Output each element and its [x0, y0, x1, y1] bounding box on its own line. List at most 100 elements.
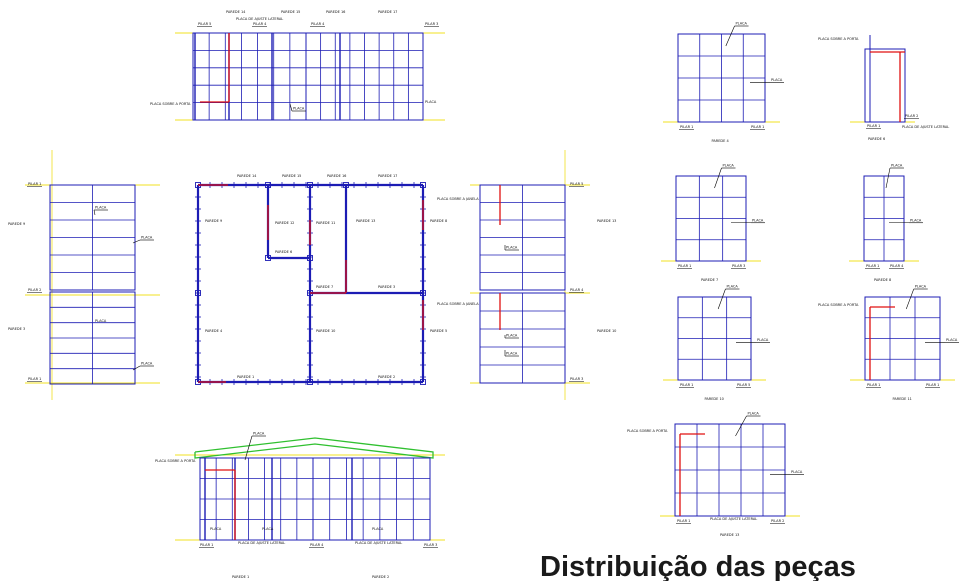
plan-wall-label: PAREDE 14	[237, 174, 257, 178]
roof-line	[194, 437, 434, 459]
drawing-annotations: PAREDE 14 PAREDE 15 PAREDE 16 PAREDE 17 PLAC…	[8, 10, 958, 579]
callout-leader	[132, 365, 141, 371]
plan-wall-label: PAREDE 8	[430, 219, 447, 223]
callout-label: PLACA	[946, 338, 958, 342]
callout-label: PLACA	[910, 218, 922, 222]
pillar-label: PILAR 4	[311, 22, 325, 26]
top-elevation-wall-label: PAREDE 14	[226, 10, 246, 14]
top-elevation-callout: PLACA SOBRE A PORTA	[150, 102, 191, 106]
callout-label: PLACA	[506, 334, 518, 338]
plan-wall-label: PAREDE 9	[205, 219, 222, 223]
bottom-elevation-callout: PLACA DE AJUSTE LATERAL	[238, 541, 285, 545]
pillar-label: PILAR 2	[905, 114, 918, 118]
bottom-elevation-wall-label: PAREDE 1	[232, 575, 249, 579]
small-elevation-label: PAREDE 13	[720, 533, 739, 537]
roof-outline	[194, 437, 434, 459]
right-elevation-callout: PLACA SOBRE A JANELA	[437, 197, 479, 201]
small-elevation-label: PAREDE 4	[712, 139, 730, 143]
callout-leader	[885, 167, 891, 189]
plan-pillar	[420, 182, 426, 188]
pillar-label: PILAR 3	[425, 22, 438, 26]
pillar-label: PILAR 1	[28, 182, 41, 186]
small-elevation-label: PAREDE 6	[868, 137, 885, 141]
plan-wall-label: PAREDE 10	[316, 329, 335, 333]
ground-lines	[25, 32, 955, 541]
callout-label: PLACA	[723, 164, 735, 168]
pillar-label: PILAR 1	[680, 125, 693, 129]
left-elevation-wall-label: PAREDE 3	[8, 327, 25, 331]
top-elevation-wall-label: PAREDE 17	[378, 10, 397, 14]
callout-label: PLACA	[748, 412, 760, 416]
callout-label: PLACA	[757, 338, 769, 342]
callout-label: PLACA	[253, 432, 265, 436]
pillar-label: PILAR 4	[310, 543, 324, 547]
pillar-label: PILAR 1	[866, 264, 879, 268]
callout-label: PLACA	[506, 352, 518, 356]
pillar-label: PILAR 1	[28, 377, 41, 381]
callout-label: PLACA	[726, 285, 738, 289]
plan-wall-label: PAREDE 5	[430, 329, 447, 333]
small-elevation-callout: PLACA DE AJUSTE LATERAL	[902, 125, 949, 129]
pillar-label: PILAR 5	[198, 22, 211, 26]
pillar-label: PILAR 2	[28, 288, 41, 292]
pillar-label: PILAR 4	[253, 22, 267, 26]
callout-leaders	[27, 25, 959, 548]
plan-wall-label: PAREDE 15	[282, 174, 301, 178]
bottom-elevation-callout: PLACA	[262, 527, 274, 531]
pillar-label: PILAR 1	[200, 543, 213, 547]
callout-leader	[905, 288, 915, 310]
callout-leader	[714, 167, 722, 189]
callout-label: PLACA	[791, 470, 803, 474]
pillar-label: PILAR 5	[570, 182, 583, 186]
right-elevation-wall-label: PAREDE 10	[597, 329, 616, 333]
pillar-label: PILAR 1	[751, 125, 764, 129]
plan-pillar	[343, 182, 349, 188]
plan-wall-label: PAREDE 16	[327, 174, 346, 178]
plan-pillar	[265, 255, 271, 261]
callout-label: PLACA	[736, 22, 748, 26]
right-elevation-callout: PLACA SOBRE A JANELA	[437, 302, 479, 306]
small-elevation-callout: PLACA DE AJUSTE LATERAL	[710, 517, 757, 521]
pillar-label: PILAR 4	[570, 288, 584, 292]
page-title: Distribuição das peças	[540, 553, 856, 581]
top-elevation-wall-label: PAREDE 15	[281, 10, 300, 14]
elevation-top-left	[192, 32, 307, 121]
bottom-elevation-wall-label: PAREDE 2	[372, 575, 389, 579]
top-elevation-wall-label: PAREDE 16	[326, 10, 345, 14]
plan-wall-label: PAREDE 4	[205, 329, 223, 333]
plan-wall-label: PAREDE 3	[378, 285, 395, 289]
callout-leader	[717, 288, 726, 310]
right-elevation-wall-label: PAREDE 13	[597, 219, 616, 223]
callout-label: PLACA	[771, 78, 783, 82]
callout-label: PLACA	[506, 246, 518, 250]
small-elevation-label: PAREDE 7	[701, 278, 718, 282]
callout-label: PLACA	[915, 285, 927, 289]
small-elevation-label: PAREDE 8	[874, 278, 891, 282]
callout-label: PLACA	[752, 218, 764, 222]
opening-highlights	[198, 33, 905, 540]
pillar-label: PILAR 2	[771, 519, 784, 523]
left-elevation-wall-label: PAREDE 9	[8, 222, 25, 226]
callout-label: PLACA	[141, 362, 153, 366]
callout-label: PLACA	[141, 236, 153, 240]
callout-leader	[725, 25, 735, 47]
pillar-label: PILAR 3	[732, 264, 745, 268]
pillar-label: PILAR 1	[867, 383, 880, 387]
plan-pillar	[307, 255, 313, 261]
small-elevation-callout: PLACA SOBRE A PORTA	[818, 37, 859, 41]
bottom-elevation-callout: PLACA DE AJUSTE LATERAL	[355, 541, 402, 545]
small-elevation-label: PAREDE 11	[893, 397, 912, 401]
left-elevation-callout: PLACA	[95, 319, 107, 323]
pillar-label: PILAR 1	[867, 124, 880, 128]
callout-label: PLACA	[95, 206, 107, 210]
bottom-elevation-callout: PLACA SOBRE A PORTA	[155, 459, 196, 463]
callout-label: PLACA	[293, 107, 305, 111]
plan-wall-label: PAREDE 6	[275, 250, 292, 254]
pillar-label: PILAR 3	[570, 377, 583, 381]
plan-wall-label: PAREDE 11	[316, 221, 335, 225]
callout-label: PLACA	[891, 164, 903, 168]
callout-leader	[735, 415, 747, 437]
plan-wall-label: PAREDE 1	[237, 375, 254, 379]
